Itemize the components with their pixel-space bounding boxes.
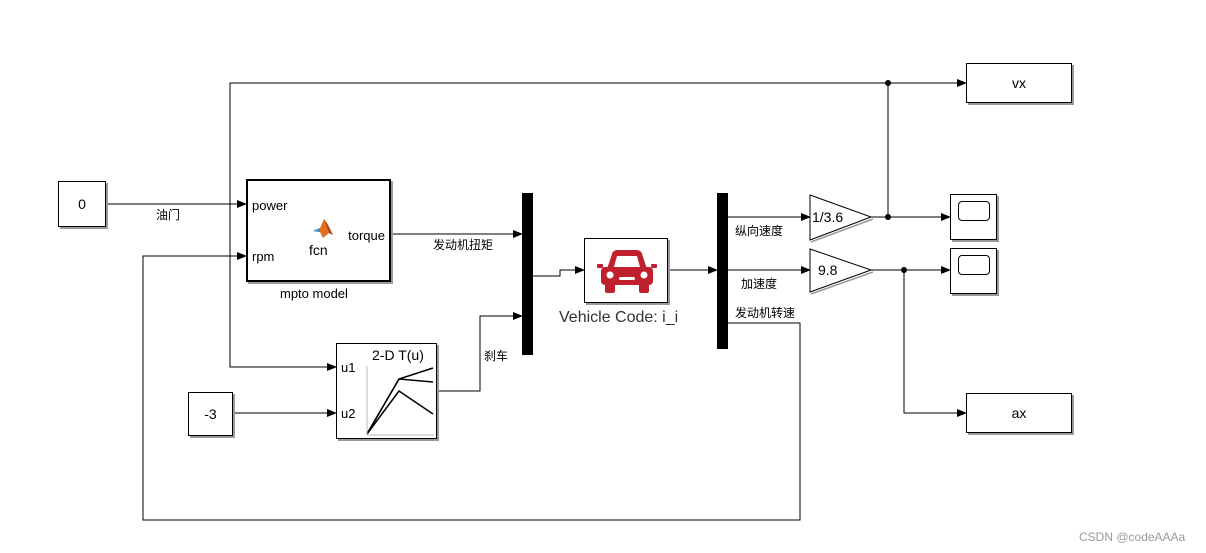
gain-block-1[interactable]: [809, 194, 873, 241]
goto-tag-ax: ax: [1011, 405, 1027, 421]
goto-block-ax[interactable]: ax: [966, 393, 1072, 433]
signal-label-engine-speed: 发动机转速: [735, 306, 796, 320]
gain-shadow: [810, 271, 874, 295]
wire-brake[interactable]: [437, 312, 523, 392]
scope-block-1[interactable]: [950, 194, 997, 240]
constant-block-neg3[interactable]: -3: [188, 392, 233, 436]
scope-icon: [958, 201, 990, 221]
function-name: fcn: [309, 242, 328, 258]
block-name-vehicle: Vehicle Code: i_i: [559, 309, 679, 326]
car-icon: [597, 250, 657, 293]
goto-block-vx[interactable]: vx: [966, 63, 1072, 103]
gain-value-2: 9.8: [818, 262, 838, 278]
block-name-mpto-model: mpto model: [280, 286, 348, 301]
wire-engine-speed-feedback[interactable]: [142, 252, 801, 521]
port-label-rpm: rpm: [252, 249, 275, 264]
constant-block-0[interactable]: 0: [58, 181, 106, 227]
scope-block-2[interactable]: [950, 248, 997, 294]
signal-label-engine-torque: 发动机扭矩: [433, 238, 494, 252]
wire-vx-loop[interactable]: [229, 79, 967, 204]
matlab-function-block[interactable]: power rpm torque fcn: [246, 179, 391, 282]
scope-icon: [958, 255, 990, 275]
port-label-u2: u2: [341, 406, 356, 421]
mux-block[interactable]: [522, 193, 533, 355]
watermark: CSDN @codeAAAa: [1079, 530, 1186, 544]
goto-tag-vx: vx: [1012, 75, 1026, 91]
matlab-membrane-icon: [313, 219, 333, 238]
junction-dot: [901, 267, 907, 273]
signal-label-throttle: 油门: [156, 208, 181, 222]
signal-label-brake: 刹车: [484, 349, 509, 363]
constant-value: -3: [204, 406, 217, 422]
wire-throttle-to-u1[interactable]: [229, 204, 337, 371]
signal-label-longitudinal-speed: 纵向速度: [735, 224, 784, 238]
junction-dot: [885, 80, 891, 86]
vehicle-block[interactable]: [584, 238, 668, 303]
gain-value-1: 1/3.6: [812, 209, 844, 225]
gain-shadow: [810, 218, 874, 243]
gain-block-2[interactable]: [809, 248, 873, 293]
port-label-power: power: [252, 198, 288, 213]
port-label-torque: torque: [348, 228, 385, 243]
wire-gain2-to-ax[interactable]: [903, 270, 967, 417]
junction-dot: [885, 214, 891, 220]
lookup-table-2d-block[interactable]: 2-D T(u) u1 u2: [336, 343, 437, 439]
port-label-u1: u1: [341, 360, 356, 375]
wire-mux-to-vehicle[interactable]: [533, 266, 585, 277]
lookup-plot-icon: [366, 366, 434, 436]
demux-block[interactable]: [717, 193, 728, 349]
lookup-title: 2-D T(u): [372, 347, 424, 363]
signal-label-acceleration: 加速度: [741, 277, 778, 291]
constant-value: 0: [78, 196, 86, 212]
